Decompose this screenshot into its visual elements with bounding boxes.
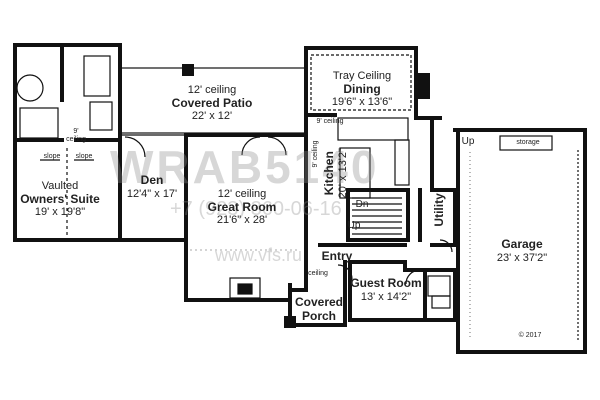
- den-door-swing: [124, 136, 146, 158]
- dining-fireplace: [414, 73, 430, 99]
- garage-name: Garage: [501, 237, 543, 251]
- kitchen-name: Kitchen: [321, 151, 336, 196]
- kitchen-counter: [337, 117, 409, 141]
- guest-room-walls: [348, 260, 457, 322]
- watermark-brand: WRAB5140: [110, 141, 380, 193]
- patio-post: [182, 64, 194, 76]
- suite-ceiling-note: 9' ceiling: [66, 128, 86, 144]
- dining-label: Tray Ceiling Dining 19'6" x 13'6": [332, 70, 392, 109]
- dining-name: Dining: [343, 81, 381, 96]
- copyright-label: © 2017: [518, 332, 542, 339]
- owners-suite-dims: 19' x 19'8": [34, 206, 86, 219]
- dining-ceiling: Tray Ceiling: [332, 70, 392, 82]
- stair-treads: [352, 197, 402, 235]
- den-label: Den 12'4" x 17': [126, 173, 178, 200]
- slope-left-label: slope: [43, 153, 61, 160]
- covered-patio-label: 12' ceiling Covered Patio 22' x 12': [172, 84, 253, 123]
- stairs-up-label: Up: [347, 220, 361, 231]
- dining-dims: 19'6" x 13'6": [331, 96, 393, 109]
- kitchen-right-wall: [414, 108, 434, 192]
- great-room-dims: 21'6" x 28': [216, 214, 268, 227]
- guest-bath-sink: [431, 295, 451, 309]
- garage-dims: 23' x 37'2": [496, 251, 548, 264]
- covered-patio-ceiling: 12' ceiling: [187, 84, 237, 96]
- den-dims: 12'4" x 17': [126, 187, 178, 200]
- suite-ceiling-word: ceiling: [66, 136, 86, 144]
- owners-suite-label: Vaulted Owners' Suite 19' x 19'8": [20, 180, 100, 219]
- fireplace-firebox: [237, 283, 253, 295]
- entry-ceiling: ceiling: [308, 270, 328, 277]
- shower: [83, 55, 111, 97]
- owners-suite-name: Owners' Suite: [20, 191, 100, 206]
- great-room-name: Great Room: [207, 199, 277, 214]
- garage-walls: [453, 128, 587, 354]
- covered-patio-name: Covered Patio: [171, 95, 253, 110]
- tray-ceiling-outline: [310, 54, 412, 111]
- utility-walls: [430, 188, 457, 247]
- great-room-door-swing-2: [267, 136, 287, 156]
- watermark-phone: +7 (923) 360-06-16: [170, 198, 342, 220]
- stair-walls: [346, 188, 410, 242]
- great-room-door-swing: [241, 136, 261, 156]
- stairs-down-label: Dn: [355, 199, 369, 210]
- garage-storage: [499, 135, 553, 151]
- kitchen-dims: 20' x 13'2": [336, 148, 349, 199]
- guest-room-label: Guest Room 13' x 14'2": [350, 276, 422, 303]
- guest-room-name: Guest Room: [350, 276, 422, 290]
- kitchen-ceiling: 9' ceiling: [311, 140, 319, 168]
- guest-room-dims: 13' x 14'2": [360, 290, 412, 303]
- covered-patio-dims: 22' x 12': [191, 110, 233, 123]
- covered-porch-name: Covered Porch: [294, 295, 344, 323]
- den-name: Den: [140, 173, 164, 187]
- watermark-site: www.vfs.ru: [215, 245, 303, 265]
- garage-storage-label: storage: [516, 139, 540, 146]
- kitchen-label: Kitchen 20' x 13'2": [321, 148, 349, 199]
- utility-name: Utility: [432, 193, 447, 227]
- plan-thick-walls: [13, 43, 587, 354]
- suite-top-wall: [13, 43, 122, 140]
- great-room-ceiling: 12' ceiling: [217, 188, 267, 200]
- guest-bath-fixture: [427, 275, 451, 297]
- kitchen-ceiling-top: 9' ceiling: [316, 118, 344, 125]
- garage-label: Garage 23' x 37'2": [496, 237, 548, 264]
- porch-post: [284, 316, 296, 328]
- garage-up-label: Up: [461, 136, 475, 147]
- bathtub: [16, 74, 44, 102]
- slope-right-label: slope: [75, 153, 93, 160]
- kitchen-counter-side: [394, 139, 410, 186]
- entry-name: Entry: [321, 249, 353, 263]
- vanity: [19, 107, 59, 139]
- owners-suite-vaulted: Vaulted: [41, 180, 79, 192]
- suite-ceiling-height: 9': [73, 128, 79, 135]
- closet-box: [89, 101, 113, 131]
- great-room-label: 12' ceiling Great Room 21'6" x 28': [208, 188, 277, 227]
- suite-outer-wall: [13, 43, 122, 242]
